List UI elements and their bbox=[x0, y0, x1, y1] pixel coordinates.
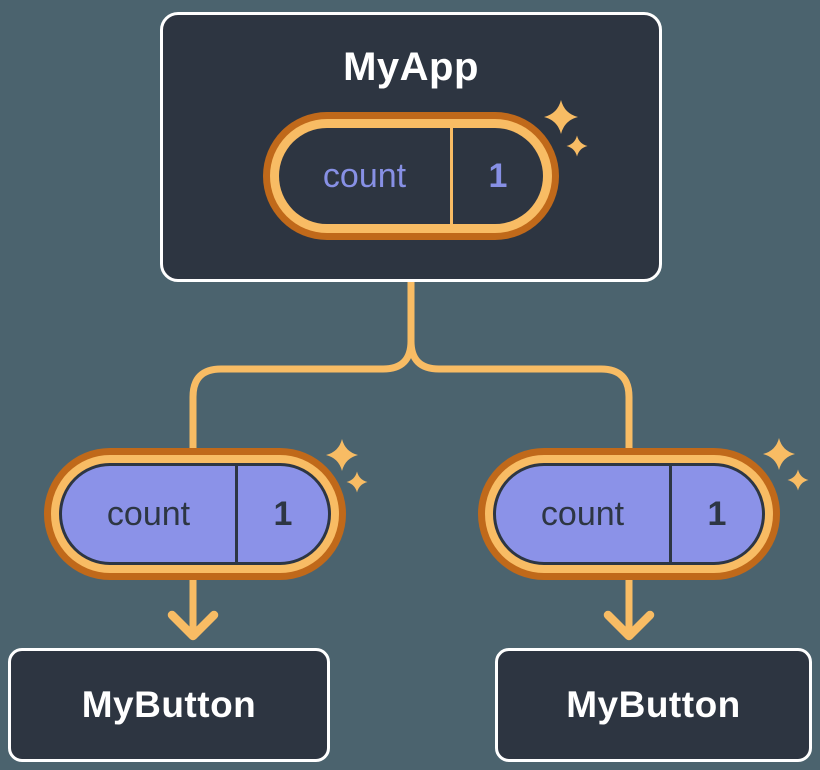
state-value-section: 1 bbox=[672, 466, 762, 562]
branch-left-line bbox=[189, 282, 415, 452]
pill-divider bbox=[450, 128, 453, 224]
state-pill-root-body: count 1 bbox=[279, 128, 543, 224]
arrow-right-head bbox=[603, 610, 655, 641]
state-label: count bbox=[322, 156, 407, 195]
state-pill-right-ring: count 1 bbox=[485, 455, 773, 573]
pill-divider bbox=[669, 466, 672, 562]
state-pill-left-body: count 1 bbox=[59, 463, 331, 565]
state-value: 1 bbox=[273, 494, 293, 533]
state-value-section: 1 bbox=[453, 128, 543, 224]
pill-divider bbox=[235, 466, 238, 562]
arrow-left-head bbox=[167, 610, 219, 641]
state-value-section: 1 bbox=[238, 466, 328, 562]
state-value: 1 bbox=[707, 494, 727, 533]
node-mybutton-right-title: MyButton bbox=[566, 684, 741, 725]
state-pill-right-body: count 1 bbox=[493, 463, 765, 565]
state-label: count bbox=[540, 494, 625, 533]
state-label-section: count bbox=[62, 466, 235, 562]
branch-right-line bbox=[407, 282, 633, 452]
state-pill-right: count 1 bbox=[478, 448, 780, 580]
state-value: 1 bbox=[488, 156, 508, 195]
node-mybutton-right: MyButton bbox=[495, 648, 812, 762]
state-pill-left: count 1 bbox=[44, 448, 346, 580]
state-pill-left-ring: count 1 bbox=[51, 455, 339, 573]
node-mybutton-left-title: MyButton bbox=[81, 684, 257, 725]
node-myapp-title: MyApp bbox=[343, 45, 479, 89]
node-mybutton-left: MyButton bbox=[8, 648, 330, 762]
state-label: count bbox=[106, 494, 191, 533]
state-label-section: count bbox=[279, 128, 450, 224]
state-pill-root-ring: count 1 bbox=[270, 119, 552, 233]
state-label-section: count bbox=[496, 466, 669, 562]
state-pill-root: count 1 bbox=[263, 112, 559, 240]
